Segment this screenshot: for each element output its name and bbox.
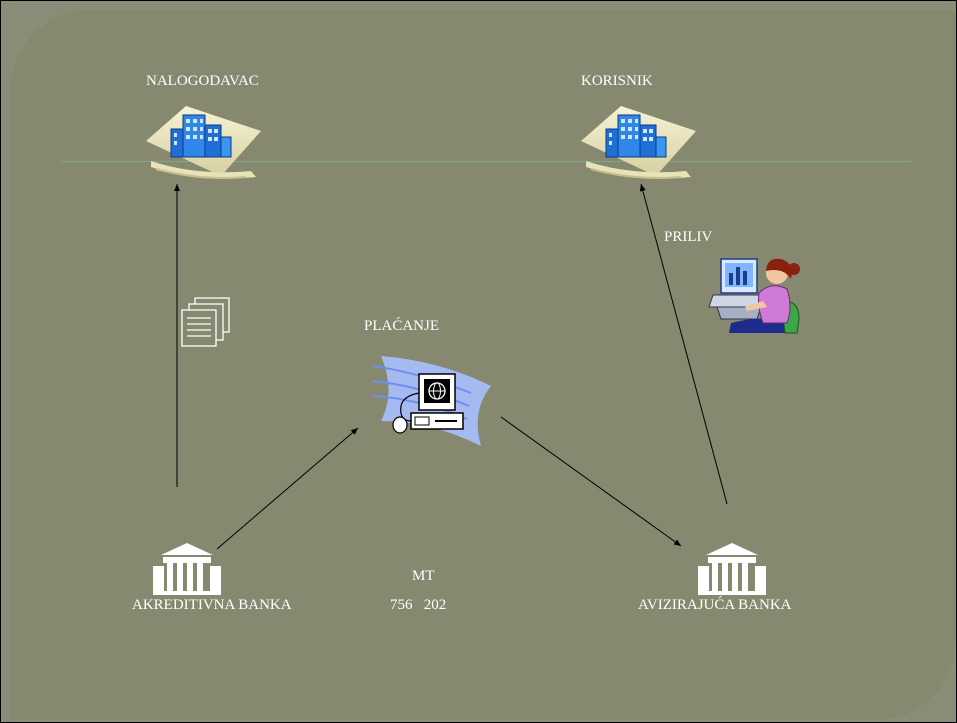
arrow-avizirajuca-to-korisnik — [639, 183, 728, 505]
label-akreditivna-banka: AKREDITIVNA BANKA — [132, 597, 292, 613]
arrow-placanje-to-avizirajuca — [500, 416, 682, 547]
label-mt: MT — [412, 568, 435, 584]
woman-at-computer-icon — [708, 258, 800, 334]
bank-icon — [698, 543, 766, 595]
computer-payment-icon — [372, 356, 491, 446]
label-priliv: PRILIV — [664, 229, 713, 245]
office-building-icon — [146, 106, 261, 179]
label-nalogodavac: NALOGODAVAC — [146, 73, 259, 89]
label-placanje: PLAĆANJE — [364, 318, 440, 334]
label-mt-numbers: 756 202 — [390, 597, 447, 613]
label-avizirajuca-banka: AVIZIRAJUĆA BANKA — [638, 597, 792, 613]
documents-icon — [181, 297, 230, 347]
horizontal-divider — [61, 161, 911, 162]
label-korisnik: KORISNIK — [581, 73, 653, 89]
office-building-icon — [581, 106, 696, 179]
arrow-akreditivna-to-placanje — [216, 427, 359, 550]
bank-icon — [153, 543, 221, 595]
